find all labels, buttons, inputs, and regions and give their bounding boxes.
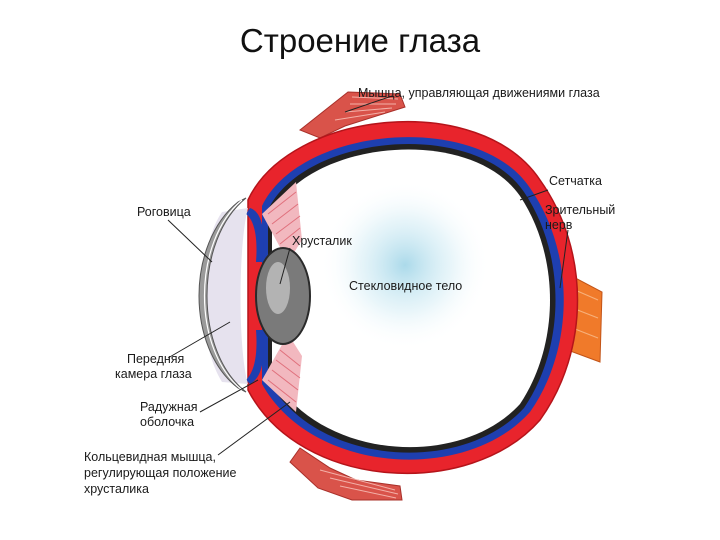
leader-anterior-chamber [167, 321, 231, 359]
label-ciliary-line3: хрусталика [84, 482, 149, 496]
label-cornea: Роговица [137, 205, 191, 219]
leader-ciliary [217, 401, 291, 456]
iris-bottom [246, 330, 264, 384]
lower-eye-muscle [289, 447, 403, 501]
anterior-chamber [202, 208, 248, 384]
ciliary-muscle-bottom [262, 334, 302, 412]
page-title: Строение глаза [239, 22, 481, 59]
leader-lens [279, 247, 291, 285]
ciliary-muscle-top [262, 182, 302, 262]
leader-retina [519, 189, 549, 201]
label-retina: Сетчатка [549, 174, 602, 188]
label-ciliary-line2: регулирующая положение [84, 466, 237, 480]
label-anterior-chamber-line1: Передняя [127, 352, 185, 366]
leader-cornea [167, 219, 213, 263]
leader-iris [199, 379, 259, 413]
label-vitreous-body: Стекловидное тело [349, 279, 463, 293]
label-anterior-chamber-line2: камера глаза [115, 367, 192, 381]
leader-optic-nerve [559, 229, 569, 289]
cornea [198, 197, 247, 393]
label-lens: Хрусталик [292, 234, 352, 248]
label-eye-muscle: Мышца, управляющая движениями глаза [358, 86, 600, 100]
label-optic-nerve-line1: Зрительный [545, 203, 616, 217]
iris-top [246, 208, 264, 262]
leader-muscle-top [344, 95, 393, 113]
label-ciliary-line1: Кольцевидная мышца, [84, 450, 216, 464]
label-optic-nerve-line2: нерв [545, 218, 573, 232]
label-iris-line1: Радужная [140, 400, 198, 414]
label-iris-line2: оболочка [140, 415, 195, 429]
